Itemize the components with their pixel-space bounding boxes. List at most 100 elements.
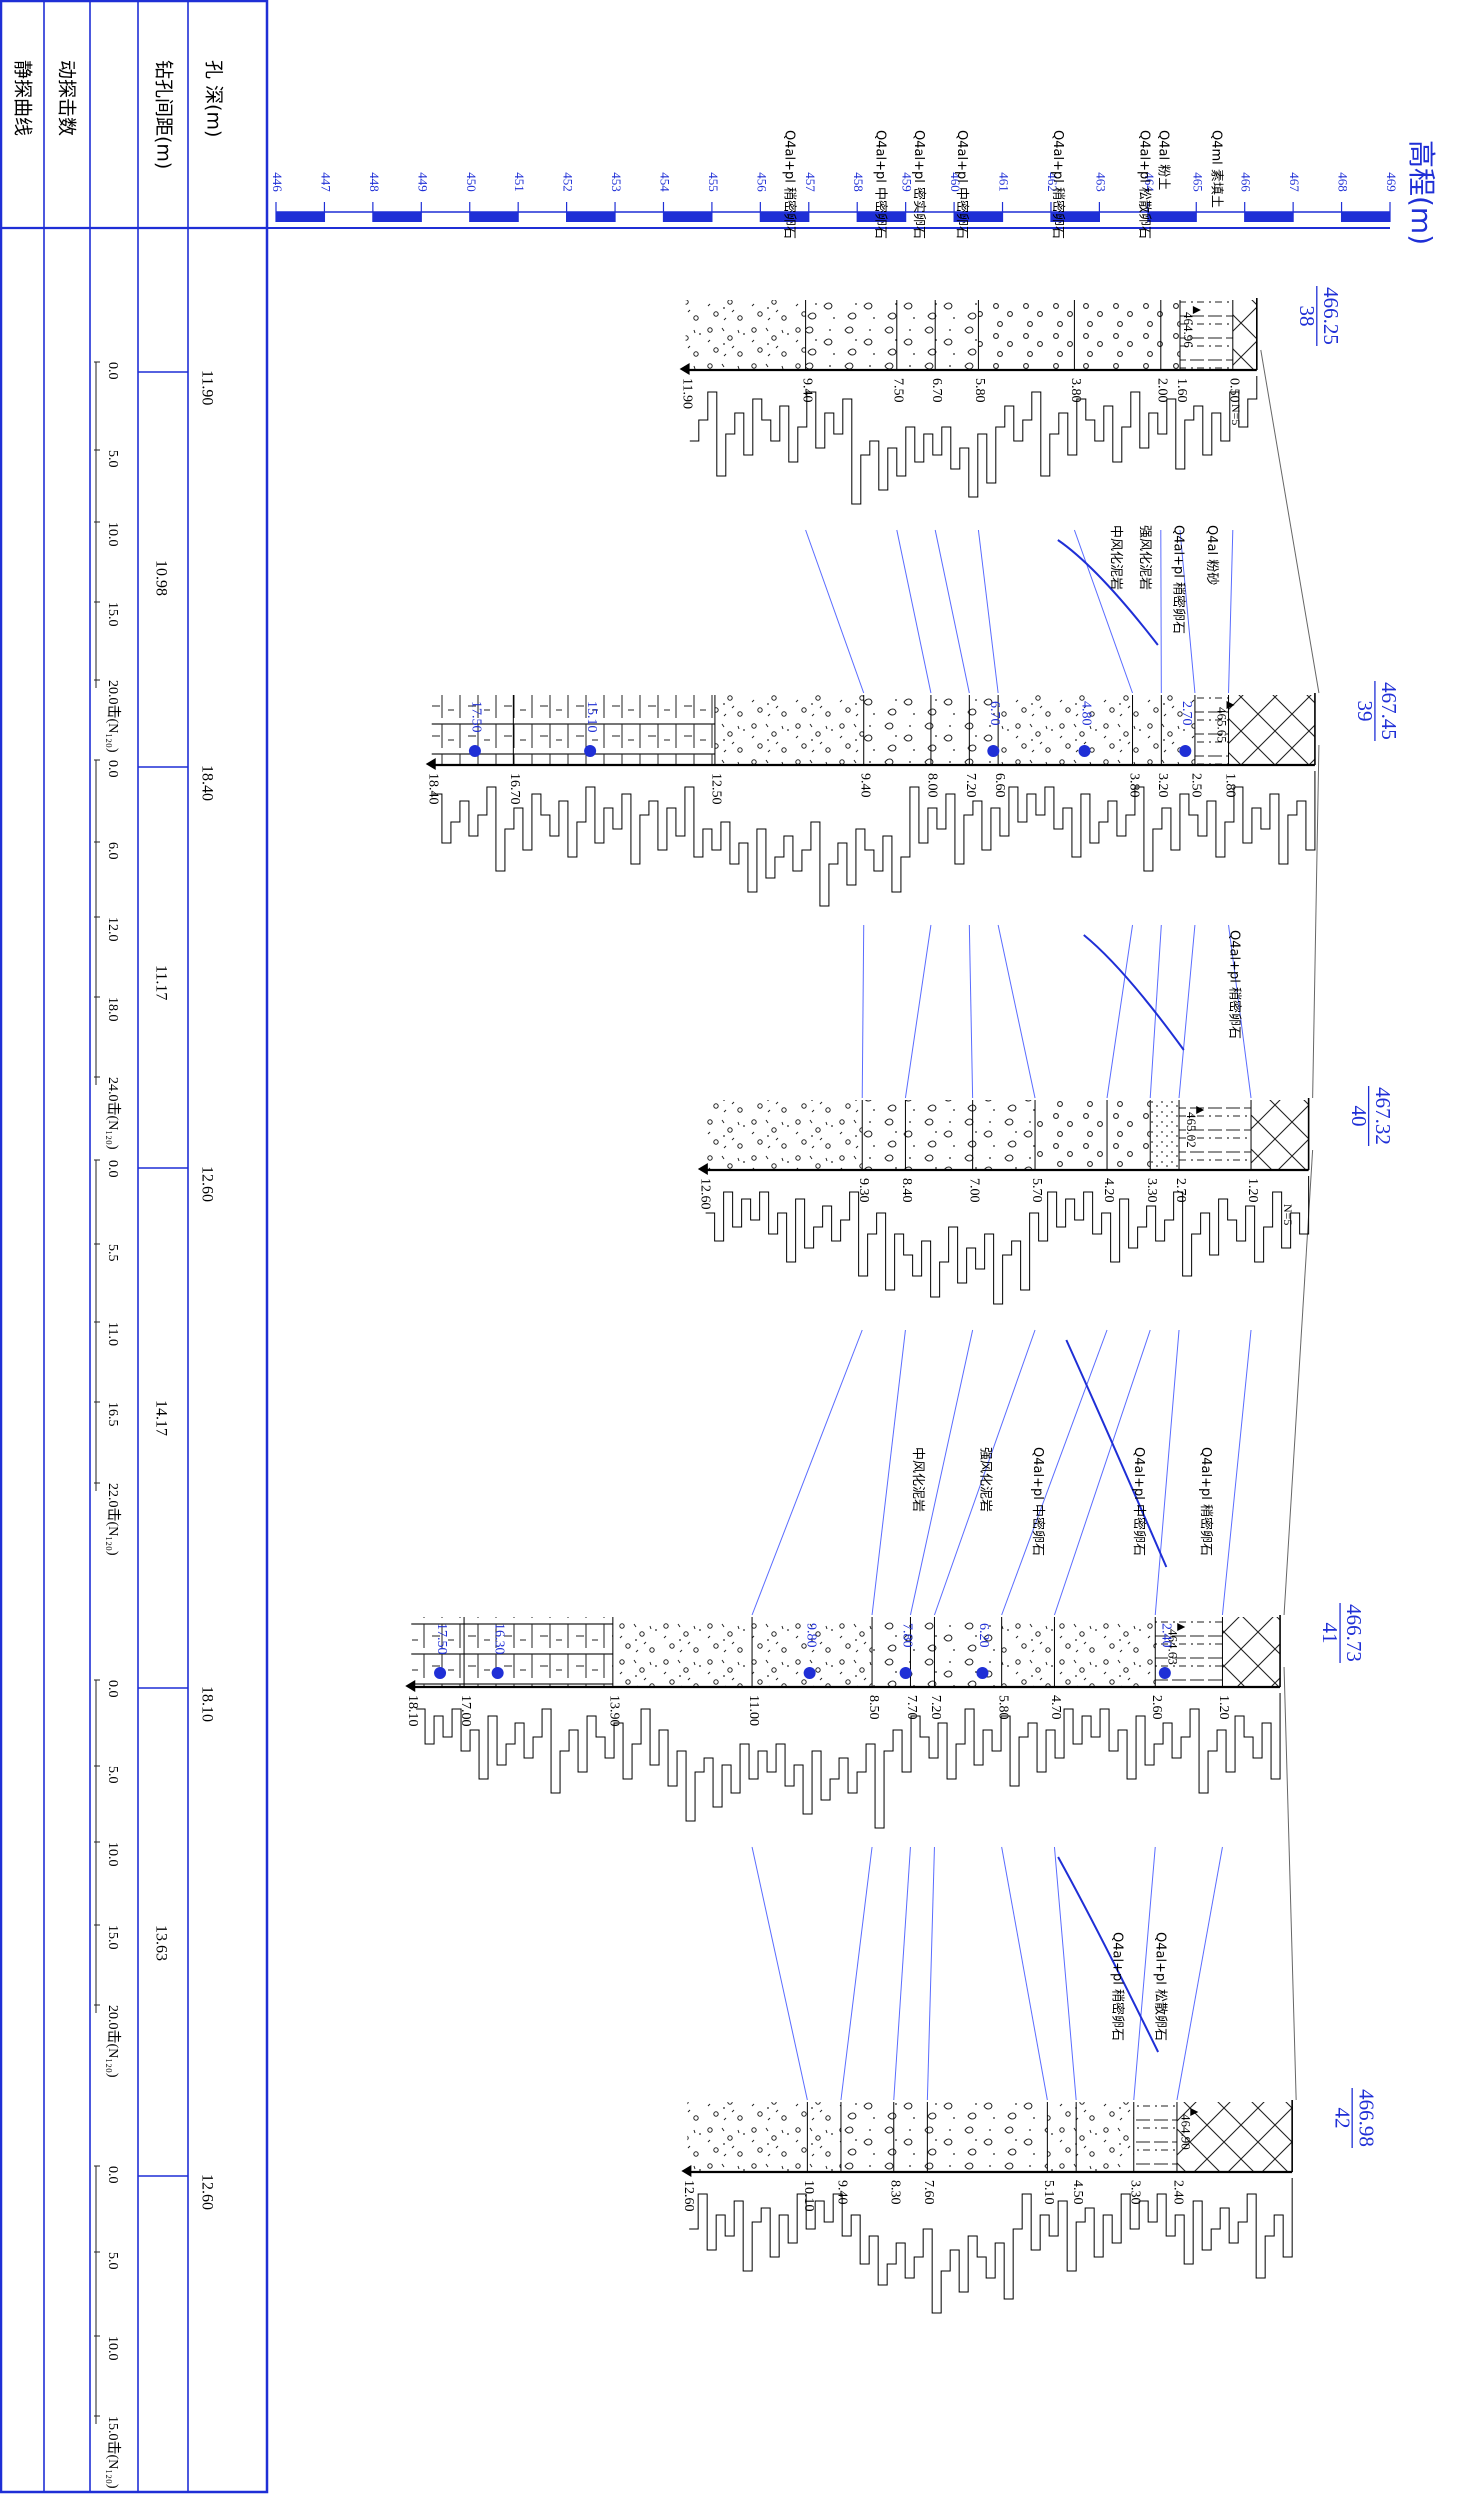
- axis-tick-label: 465: [1190, 172, 1205, 192]
- bottom-arrow-icon: [681, 2165, 692, 2177]
- borehole-39: 1.802.503.203.806.607.208.009.4012.5016.…: [425, 525, 1401, 907]
- depth-label: 5.70: [1029, 1178, 1044, 1203]
- axis-tick-label: 455: [706, 172, 721, 192]
- sample-depth-label: 4.80: [1078, 701, 1093, 726]
- axis-tick-label: 464: [1142, 172, 1157, 192]
- depth-label: 2.40: [1171, 2180, 1186, 2205]
- depth-label: 13.90: [607, 1695, 622, 1727]
- ground-surface-link: [1283, 1666, 1297, 2101]
- depth-label: 2.60: [1149, 1695, 1164, 1720]
- axis-tick-label: 448: [367, 172, 382, 192]
- sample-dot: [468, 745, 481, 757]
- depth-label: 9.40: [799, 378, 814, 403]
- sample-depth-label: 2.70: [1179, 701, 1194, 726]
- layer-boundary-link: [1228, 529, 1234, 694]
- dyn-scale-label: 10.0: [105, 522, 120, 547]
- depth-label: 2.50: [1189, 773, 1204, 798]
- layer-description: Q4ml 素填土: [1209, 130, 1224, 208]
- depth-label: 1.60: [1174, 378, 1189, 403]
- layer-boundary-link: [968, 924, 974, 1099]
- dyn-scale-label: 0.0: [105, 760, 120, 778]
- water-level-icon: [1192, 306, 1201, 314]
- layer-description: Q4al+pl 稍密卵石: [781, 130, 797, 239]
- borehole-elevation: 466.25: [1319, 287, 1343, 345]
- depth-label: 7.00: [966, 1178, 981, 1203]
- layer-boundary-link: [1160, 529, 1162, 694]
- water-level-label: 464.90: [1178, 2114, 1193, 2150]
- borehole-elevation: 467.32: [1371, 1087, 1395, 1145]
- sample-dot: [987, 745, 1000, 757]
- layer-boundary-link: [861, 924, 865, 1099]
- layer-boundary-link: [977, 529, 999, 694]
- sample-depth-label: 9.80: [803, 1623, 818, 1648]
- depth-label: 1.80: [1222, 773, 1237, 798]
- dyn-scale-label: 5.0: [105, 1766, 120, 1784]
- depth-label: 9.30: [856, 1178, 871, 1203]
- dyn-scale-label: 15.0: [105, 602, 120, 627]
- ground-surface-link: [1283, 1149, 1314, 1616]
- layer-hatch: [1228, 695, 1315, 765]
- axis-tick-label: 468: [1336, 172, 1351, 192]
- layer-boundary-link: [1228, 924, 1252, 1099]
- borehole-elevation: 466.73: [1342, 1604, 1366, 1662]
- layer-hatch: [978, 300, 1075, 370]
- depth-label: 7.50: [891, 378, 906, 403]
- layer-boundary-link: [840, 1846, 873, 2101]
- depth-label: 3.30: [1144, 1178, 1159, 1203]
- borehole-elevation: 466.98: [1354, 2089, 1378, 2147]
- dyn-scale-label: 5.0: [105, 2252, 120, 2270]
- depth-label: 7.70: [904, 1695, 919, 1720]
- depth-label: 4.20: [1101, 1178, 1116, 1203]
- dyn-scale-label: 10.0: [105, 1842, 120, 1867]
- ground-surface-link: [1260, 349, 1320, 694]
- layer-hatch: [687, 2102, 841, 2172]
- bottom-arrow-icon: [425, 758, 436, 770]
- depth-label: 7.60: [921, 2180, 936, 2205]
- layer-description: Q4al+pl 稍密卵石: [1171, 525, 1187, 634]
- layer-description: Q4al+pl 中密卵石: [1131, 1447, 1147, 1556]
- axis-band: [663, 212, 712, 222]
- depth-label: 9.40: [835, 2180, 850, 2205]
- dyn-scale-label: 16.5: [105, 1402, 120, 1427]
- dyn-scale-label: 0.0: [105, 362, 120, 380]
- static-probe-curve: [689, 2178, 1293, 2314]
- lens-boundary-curve: [1057, 1856, 1160, 2053]
- axis-tick-label: 467: [1287, 172, 1302, 192]
- depth-label: 10.10: [801, 2180, 816, 2212]
- depth-label: 17.00: [458, 1695, 473, 1727]
- layer-hatch: [972, 1100, 1036, 1170]
- layer-boundary-link: [805, 529, 865, 694]
- depth-label: 9.40: [858, 773, 873, 798]
- layer-description: Q4al+pl 中密卵石: [873, 130, 889, 239]
- header-depth: 孔 深(m): [203, 60, 225, 137]
- lens-boundary-curve: [1065, 1339, 1168, 1568]
- borehole-id: 39: [1353, 701, 1377, 722]
- axis-tick-label: 460: [948, 172, 963, 192]
- axis-tick-label: 452: [561, 172, 576, 192]
- depth-label: 7.20: [963, 773, 978, 798]
- layer-description: Q4al+pl 中密卵石: [954, 130, 970, 239]
- layer-description: Q4al+pl 中密卵石: [1030, 1447, 1046, 1556]
- table-frame: [0, 0, 269, 2494]
- borehole-id: 40: [1347, 1106, 1371, 1127]
- layer-description: 中风化泥岩: [1108, 525, 1123, 590]
- axis-band: [1050, 212, 1100, 222]
- water-level-label: 465.02: [1184, 1112, 1199, 1148]
- axis-tick-label: 469: [1384, 172, 1399, 192]
- dyn-scale-label: 0.0: [105, 1160, 120, 1178]
- layer-boundary-link: [1221, 1329, 1252, 1616]
- axis-tick-label: 449: [415, 172, 430, 192]
- depth-label: 2.70: [1173, 1178, 1188, 1203]
- axis-tick-label: 453: [609, 172, 624, 192]
- axis-band: [954, 212, 1003, 222]
- depth-label: 11.00: [746, 1695, 761, 1726]
- spacing-value: 13.63: [152, 1925, 169, 1961]
- layer-boundary-link: [1001, 1846, 1048, 2101]
- layer-boundary-link: [1178, 924, 1196, 1099]
- layer-hatch: [1035, 1100, 1151, 1170]
- layer-hatch: [1232, 300, 1257, 370]
- layer-hatch: [1222, 1617, 1281, 1687]
- axis-tick-label: 462: [1045, 172, 1060, 192]
- hole-depth-value: 18.40: [198, 765, 215, 801]
